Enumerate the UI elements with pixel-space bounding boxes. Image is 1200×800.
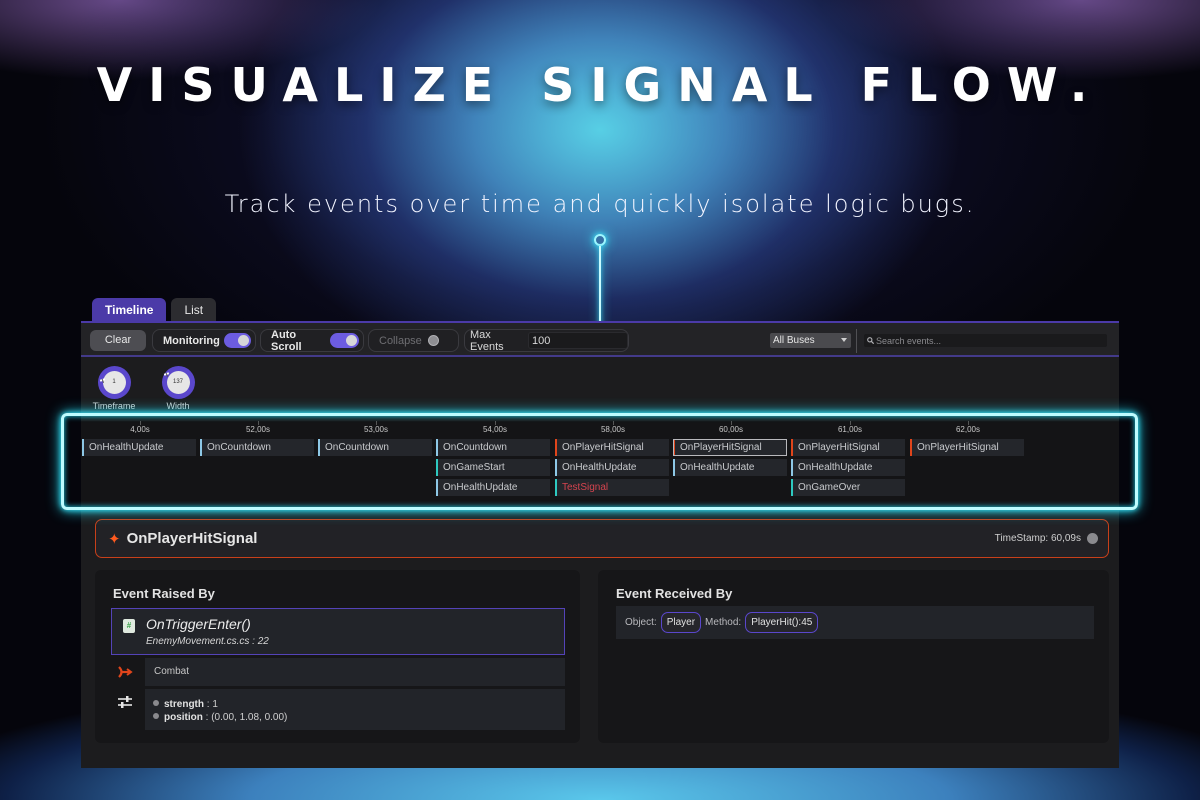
timeline-track[interactable]: 4,00s 52,00s 53,00s 54,00s 58,00s 60,00s… — [81, 421, 1119, 511]
bullet-icon — [153, 713, 159, 719]
bus-filter-value: All Buses — [773, 335, 815, 346]
tab-timeline[interactable]: Timeline — [92, 298, 167, 322]
monitoring-toggle-group[interactable]: Monitoring — [152, 329, 256, 352]
raiser-method-name: OnTriggerEnter() — [146, 616, 251, 632]
search-input[interactable] — [876, 335, 1096, 346]
time-tick: 4,00s — [81, 421, 199, 434]
timeline-column: OnCountdown OnGameStart OnHealthUpdate — [436, 439, 550, 499]
search-field[interactable] — [864, 334, 1107, 347]
width-dial[interactable]: 137 — [161, 366, 195, 399]
timeframe-value: 1 — [102, 371, 126, 394]
timeframe-label: Timeframe — [92, 401, 136, 411]
tab-list[interactable]: List — [171, 298, 217, 322]
event-block[interactable]: OnPlayerHitSignal — [791, 439, 905, 456]
time-tick: 60,00s — [672, 421, 790, 434]
collapse-toggle[interactable] — [426, 333, 444, 348]
timeline-column: OnPlayerHitSignal OnHealthUpdate — [673, 439, 787, 479]
raised-by-card: Event Raised By # OnTriggerEnter() Enemy… — [95, 570, 580, 743]
bullet-icon — [153, 700, 159, 706]
signal-star-icon: ✦ — [108, 530, 121, 548]
toggle-knob — [346, 335, 357, 346]
event-block[interactable]: OnCountdown — [200, 439, 314, 456]
bus-name-row: Combat — [145, 658, 565, 686]
event-block[interactable]: TestSignal — [555, 479, 669, 496]
timeframe-knob[interactable]: 1 Timeframe — [89, 366, 139, 411]
parameters-sliders-icon — [118, 696, 132, 708]
max-events-label: Max Events — [470, 328, 504, 353]
event-block[interactable]: OnHealthUpdate — [673, 459, 787, 476]
event-block[interactable]: OnPlayerHitSignal — [555, 439, 669, 456]
receiver-object-pill[interactable]: Player — [660, 612, 702, 633]
toggle-knob — [238, 335, 249, 346]
max-events-input[interactable] — [528, 332, 628, 349]
raiser-method-row[interactable]: # OnTriggerEnter() EnemyMovement.cs.cs :… — [111, 608, 565, 655]
received-by-card: Event Received By Object: Player Method:… — [598, 570, 1109, 743]
time-tick: 61,00s — [791, 421, 909, 434]
time-tick: 53,00s — [317, 421, 435, 434]
collapse-label: Collapse — [379, 334, 422, 347]
receiver-method-pill[interactable]: PlayerHit():45 — [745, 612, 819, 633]
method-label: Method: — [705, 617, 742, 628]
monitoring-toggle[interactable] — [223, 333, 251, 348]
view-tabs: Timeline List — [92, 298, 217, 322]
event-timestamp: TimeStamp: 60,09s — [994, 533, 1081, 544]
time-tick: 54,00s — [436, 421, 554, 434]
max-events-field: Max Events — [464, 328, 629, 353]
event-block[interactable]: OnHealthUpdate — [791, 459, 905, 476]
event-block[interactable]: OnGameStart — [436, 459, 550, 476]
search-icon — [867, 337, 874, 344]
width-knob[interactable]: 137 Width — [153, 366, 203, 411]
timeframe-dial[interactable]: 1 — [97, 366, 131, 399]
width-label: Width — [166, 401, 190, 411]
timeline-column: OnPlayerHitSignal — [910, 439, 1024, 459]
event-block-selected[interactable]: OnPlayerHitSignal — [673, 439, 787, 456]
timeline-column: OnCountdown — [200, 439, 314, 459]
toolbar: Clear Monitoring Auto Scroll Collapse Ma… — [81, 323, 1119, 357]
bus-filter-select[interactable]: All Buses — [770, 333, 851, 348]
timeline-column: OnPlayerHitSignal OnHealthUpdate OnGameO… — [791, 439, 905, 499]
time-axis: 4,00s 52,00s 53,00s 54,00s 58,00s 60,00s… — [81, 421, 1119, 437]
toggle-knob — [427, 335, 439, 346]
autoscroll-toggle-group[interactable]: Auto Scroll — [260, 328, 364, 353]
timeline-column: OnPlayerHitSignal OnHealthUpdate TestSig… — [555, 439, 669, 499]
event-block[interactable]: OnPlayerHitSignal — [910, 439, 1024, 456]
csharp-file-icon: # — [123, 619, 135, 633]
event-monitor-window: Clear Monitoring Auto Scroll Collapse Ma… — [81, 321, 1119, 768]
selected-event-name: OnPlayerHitSignal — [126, 530, 258, 547]
width-value: 137 — [166, 371, 190, 394]
receiver-row[interactable]: Object: Player Method: PlayerHit():45 — [616, 606, 1094, 639]
collapse-toggle-group[interactable]: Collapse — [368, 329, 459, 352]
toolbar-divider — [856, 329, 857, 353]
hero-subline: Track events over time and quickly isola… — [224, 190, 976, 218]
received-by-title: Event Received By — [616, 586, 733, 601]
object-label: Object: — [625, 617, 657, 628]
autoscroll-toggle[interactable] — [329, 333, 359, 348]
monitoring-label: Monitoring — [163, 334, 220, 347]
parameters-list: strength : 1 position : (0.00, 1.08, 0.0… — [145, 689, 565, 730]
clear-button[interactable]: Clear — [90, 330, 146, 351]
timeline-column: OnCountdown — [318, 439, 432, 459]
parameter-item: strength : 1 — [153, 698, 565, 711]
event-block[interactable]: OnHealthUpdate — [436, 479, 550, 496]
time-tick: 62,00s — [909, 421, 1027, 434]
event-block[interactable]: OnCountdown — [318, 439, 432, 456]
raiser-source-location: EnemyMovement.cs.cs : 22 — [146, 636, 269, 647]
chevron-down-icon — [841, 338, 847, 342]
event-block[interactable]: OnGameOver — [791, 479, 905, 496]
timeline-column: OnHealthUpdate — [82, 439, 196, 459]
parameter-item: position : (0.00, 1.08, 0.00) — [153, 711, 565, 724]
selected-event-header: ✦ OnPlayerHitSignal TimeStamp: 60,09s — [95, 519, 1109, 558]
view-knobs: 1 Timeframe 137 Width — [89, 366, 203, 411]
autoscroll-label: Auto Scroll — [271, 328, 302, 353]
event-block[interactable]: OnHealthUpdate — [82, 439, 196, 456]
event-block[interactable]: OnCountdown — [436, 439, 550, 456]
status-dot-icon — [1087, 533, 1098, 544]
callout-dot-icon — [594, 234, 606, 246]
hero-headline: VISUALIZE SIGNAL FLOW. — [96, 58, 1104, 112]
raised-by-title: Event Raised By — [113, 586, 215, 601]
time-tick: 52,00s — [199, 421, 317, 434]
event-block[interactable]: OnHealthUpdate — [555, 459, 669, 476]
time-tick: 58,00s — [554, 421, 672, 434]
bus-merge-icon — [118, 666, 133, 678]
